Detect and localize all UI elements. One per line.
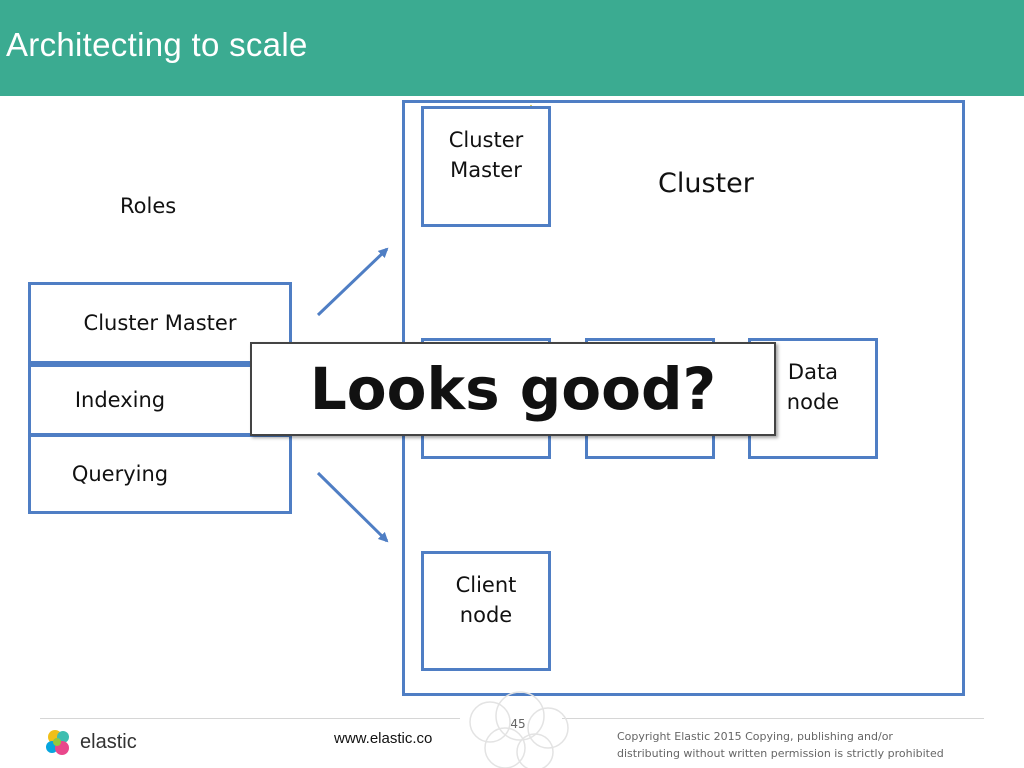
role-cluster-master: Cluster Master (28, 282, 292, 364)
role-label: Indexing (74, 388, 166, 412)
title-bar: Architecting to scale (0, 0, 1024, 96)
role-querying: Querying (28, 434, 292, 514)
footer-divider (562, 718, 984, 719)
arrow-up-icon (316, 247, 389, 317)
role-label: Cluster Master (83, 311, 237, 335)
elastic-logo: elastic (44, 728, 137, 756)
overlay-text: Looks good? (309, 355, 717, 423)
logo-text: elastic (80, 730, 137, 753)
copyright-line: Copyright Elastic 2015 Copying, publishi… (617, 730, 893, 743)
cluster-label: Cluster (658, 168, 754, 199)
client-node: Client node (421, 551, 551, 671)
copyright-notice: Copyright Elastic 2015 Copying, publishi… (617, 728, 957, 762)
elastic-logo-icon (46, 730, 69, 755)
page-blob-icon (469, 691, 569, 768)
copyright-line: distributing without written permission … (617, 747, 944, 760)
footer-url[interactable]: www.elastic.co (334, 730, 433, 747)
cluster-master-node: Cluster Master (421, 106, 551, 227)
page-number: 45 (510, 717, 526, 731)
looks-good-overlay: Looks good? (250, 342, 776, 436)
role-label: Querying (71, 462, 169, 486)
footer-divider (40, 718, 460, 719)
roles-heading: Roles (120, 194, 177, 218)
slide-title: Architecting to scale (6, 26, 308, 63)
arrow-down-icon (316, 471, 389, 543)
